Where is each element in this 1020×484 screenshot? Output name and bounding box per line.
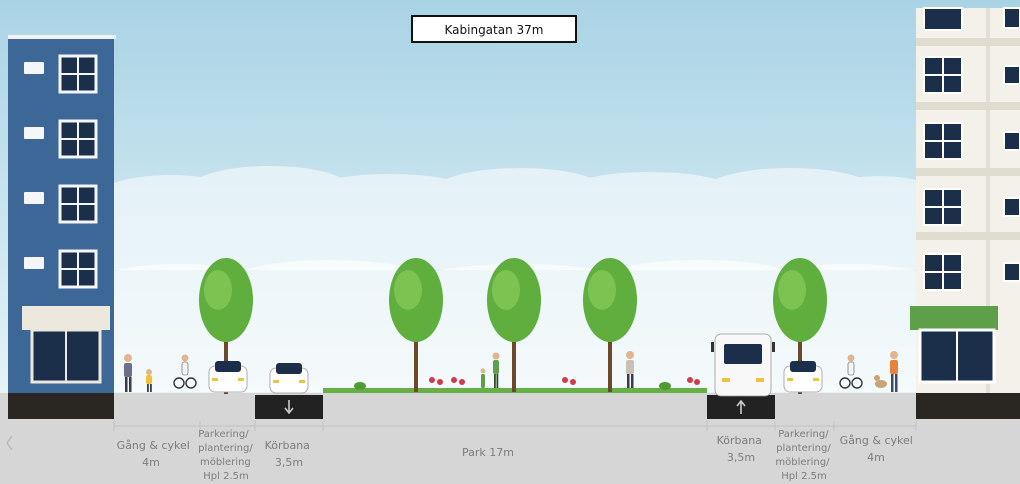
label-gang-cykel-left: Gång & cykel 4m: [117, 439, 194, 469]
title-box: Kabingatan 37m: [411, 15, 577, 43]
left-building: [8, 35, 116, 393]
pedestrian-right: [890, 351, 898, 392]
label-park: Park 17m: [462, 446, 514, 459]
label-korbana-left: Körbana 3,5m: [265, 439, 314, 469]
tree-2: [389, 258, 443, 392]
park-flowers: [429, 377, 700, 385]
label-parkering-right: Parkering/ plantering/ möblering/ Hpl 2.…: [775, 429, 834, 482]
cyclist-right: [839, 354, 863, 389]
label-parkering-left: Parkering/ plantering/ möblering Hpl 2.5…: [198, 429, 256, 482]
right-foundation: [916, 393, 1020, 419]
parked-car-left: [208, 361, 248, 393]
scroll-left-icon[interactable]: [6, 435, 13, 451]
down-arrow-icon: [284, 400, 294, 415]
park-person-2: [626, 351, 634, 388]
parked-car-right: [783, 361, 823, 393]
park-child: [480, 368, 486, 388]
tree-4: [583, 258, 637, 392]
title-text: Kabingatan 37m: [445, 23, 544, 37]
left-awning: [22, 306, 110, 330]
tree-3: [487, 258, 541, 392]
left-foundation: [8, 393, 114, 419]
clouds: [100, 166, 940, 270]
dimension-ticks: [113, 421, 917, 431]
label-korbana-right: Körbana 3,5m: [717, 434, 766, 464]
pavement: [0, 393, 1020, 484]
bus-right: [711, 333, 775, 397]
segment-labels: Gång & cykel 4m Parkering/ plantering/ m…: [117, 429, 917, 482]
park-person-1: [492, 352, 500, 388]
cyclist-left: [173, 354, 197, 389]
label-gang-cykel-right: Gång & cykel 4m: [840, 434, 917, 464]
child-left: [146, 369, 152, 392]
pedestrian-left: [124, 354, 132, 392]
park-bushes: [354, 382, 671, 390]
right-awning: [910, 306, 998, 330]
up-arrow-icon: [736, 399, 746, 414]
tree-1: [199, 258, 253, 394]
driving-car-left: [269, 363, 309, 394]
dog-right: [874, 375, 887, 388]
right-building: [910, 7, 1020, 394]
